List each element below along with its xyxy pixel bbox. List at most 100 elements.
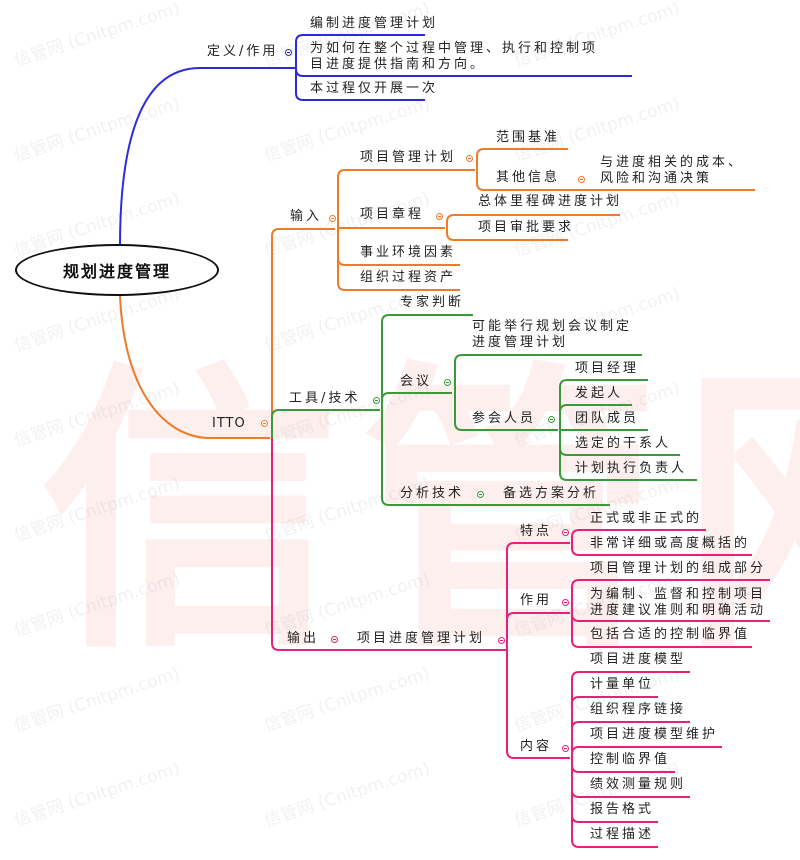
node-schedule-plan[interactable]: 项目进度管理计划 [357, 631, 486, 646]
connector-line [571, 543, 752, 556]
node-other-info[interactable]: 其他信息 [496, 170, 561, 185]
connector-line [476, 148, 568, 170]
collapse-toggle-icon[interactable] [331, 636, 338, 643]
collapse-toggle-icon[interactable] [562, 745, 569, 752]
node-outputs[interactable]: 输出 [287, 631, 320, 646]
connector-line [571, 696, 658, 758]
connector-line [119, 67, 295, 247]
watermark-large: 信管网 [40, 339, 800, 688]
node-attendee[interactable]: 计划执行负责人 [575, 461, 688, 476]
connector-line [381, 314, 473, 410]
node-meeting[interactable]: 会议 [400, 374, 433, 389]
node-other-detail[interactable]: 与进度相关的成本、 [600, 155, 745, 170]
node-role-item: 进度建议准则和明确活动 [590, 603, 767, 618]
collapse-toggle-icon[interactable] [444, 379, 451, 386]
connector-line [454, 393, 558, 431]
node-attendee[interactable]: 发起人 [575, 386, 624, 401]
node-role-item[interactable]: 包括合适的控制临界值 [590, 627, 751, 642]
node-analysis[interactable]: 分析技术 [400, 486, 465, 501]
node-role-item[interactable]: 项目管理计划的组成部分 [590, 561, 767, 576]
node-alternatives-analysis[interactable]: 备选方案分析 [503, 486, 600, 501]
connector-line [446, 214, 620, 228]
node-def-item: 目进度提供指南和方向。 [310, 57, 487, 72]
collapse-toggle-icon[interactable] [329, 215, 336, 222]
connector-line [506, 650, 570, 759]
connector-line [571, 529, 706, 543]
node-content-item[interactable]: 项目进度模型维护 [590, 727, 719, 742]
connector-line [381, 392, 452, 410]
collapse-toggle-icon[interactable] [436, 213, 443, 220]
connector-line [571, 613, 752, 648]
node-role-item[interactable]: 为编制、监督和控制项目 [590, 587, 767, 602]
collapse-toggle-icon[interactable] [498, 637, 505, 644]
node-definition[interactable]: 定义/作用 [207, 44, 279, 59]
node-content-item[interactable]: 报告格式 [590, 802, 655, 817]
connector-line [446, 228, 568, 241]
node-tools[interactable]: 工具/技术 [289, 391, 361, 406]
node-features[interactable]: 特点 [520, 524, 553, 539]
node-attendees[interactable]: 参会人员 [472, 411, 537, 426]
node-feature[interactable]: 非常详细或高度概括的 [590, 536, 751, 551]
connector-line [559, 430, 697, 481]
node-charter[interactable]: 项目章程 [360, 207, 425, 222]
node-attendee[interactable]: 选定的干系人 [575, 436, 672, 451]
node-scope-baseline[interactable]: 范围基准 [496, 130, 561, 145]
node-feature[interactable]: 正式或非正式的 [590, 511, 703, 526]
connector-line [454, 354, 642, 393]
node-meeting-purpose[interactable]: 可能举行规划会议制定 [472, 319, 633, 334]
connector-line [559, 379, 648, 430]
collapse-toggle-icon[interactable] [562, 599, 569, 606]
node-role[interactable]: 作用 [520, 593, 553, 608]
node-content[interactable]: 内容 [520, 739, 553, 754]
node-meeting-purpose: 进度管理计划 [472, 335, 569, 350]
node-content-item[interactable]: 绩效测量规则 [590, 777, 687, 792]
connector-line [571, 671, 690, 758]
connector-line [271, 438, 506, 651]
collapse-toggle-icon[interactable] [261, 420, 268, 427]
connector-line [559, 404, 632, 430]
node-def-item[interactable]: 本过程仅开展一次 [310, 81, 439, 96]
connector-line [506, 612, 570, 650]
node-content-item[interactable]: 组织程序链接 [590, 702, 687, 717]
node-eef[interactable]: 事业环境因素 [360, 245, 457, 260]
connector-line [337, 169, 475, 229]
node-itto[interactable]: ITTO [212, 416, 246, 431]
node-content-item[interactable]: 项目进度模型 [590, 652, 687, 667]
node-expert-judgment[interactable]: 专家判断 [400, 295, 465, 310]
connector-line [506, 542, 570, 650]
root-node[interactable]: 规划进度管理 [15, 244, 219, 296]
collapse-toggle-icon[interactable] [548, 416, 555, 423]
node-inputs[interactable]: 输入 [290, 209, 323, 224]
connector-line [381, 410, 610, 506]
collapse-toggle-icon[interactable] [466, 155, 473, 162]
node-attendee[interactable]: 项目经理 [575, 361, 640, 376]
connector-line [571, 579, 770, 613]
connector-line [271, 409, 380, 438]
connector-line [571, 721, 690, 758]
node-def-item[interactable]: 编制进度管理计划 [310, 16, 439, 31]
node-charter-item[interactable]: 总体里程碑进度计划 [478, 194, 623, 209]
collapse-toggle-icon[interactable] [477, 491, 484, 498]
connector-line [295, 34, 425, 68]
connector-line [476, 170, 755, 191]
node-def-item[interactable]: 为如何在整个过程中管理、执行和控制项 [310, 41, 599, 56]
node-pmp[interactable]: 项目管理计划 [360, 150, 457, 165]
connector-line [271, 228, 335, 438]
node-content-item[interactable]: 控制临界值 [590, 752, 671, 767]
node-charter-item[interactable]: 项目审批要求 [478, 220, 575, 235]
node-attendee[interactable]: 团队成员 [575, 411, 640, 426]
node-content-item[interactable]: 过程描述 [590, 827, 655, 842]
collapse-toggle-icon[interactable] [373, 397, 380, 404]
connector-line [295, 68, 425, 101]
node-content-item[interactable]: 计量单位 [590, 677, 655, 692]
connector-line [337, 229, 460, 291]
connector-line [571, 746, 722, 758]
collapse-toggle-icon[interactable] [578, 176, 585, 183]
collapse-toggle-icon[interactable] [562, 529, 569, 536]
connector-line [571, 758, 658, 848]
node-opa[interactable]: 组织过程资产 [360, 270, 457, 285]
connector-line [119, 295, 270, 439]
collapse-toggle-icon[interactable] [285, 49, 292, 56]
